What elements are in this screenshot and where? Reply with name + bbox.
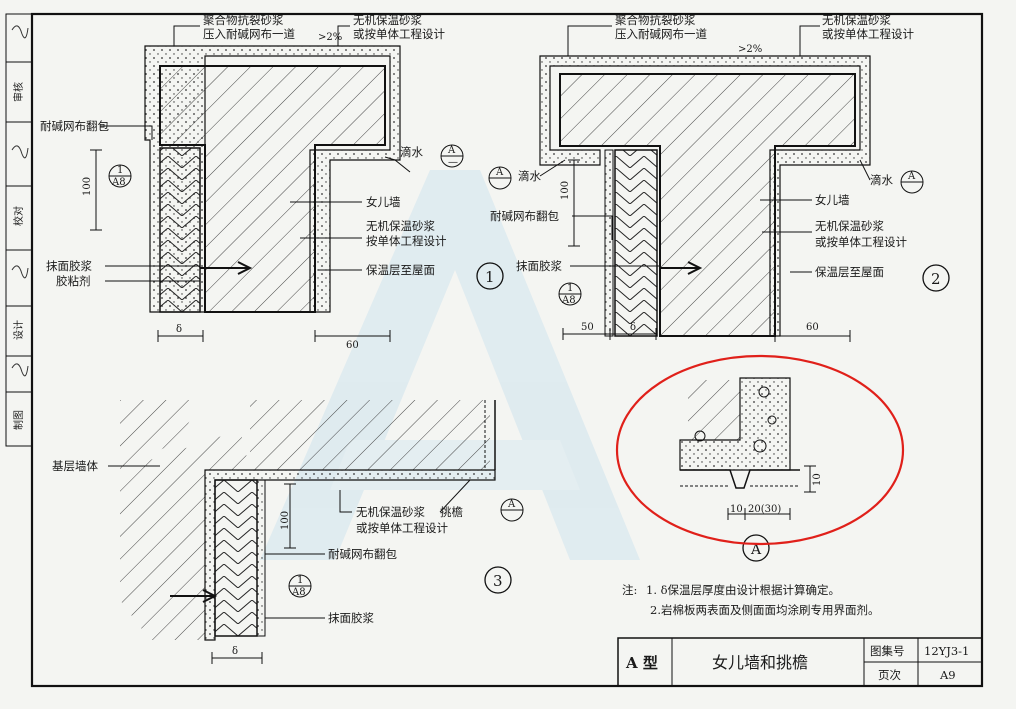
- title-block-type: A 型: [625, 654, 658, 672]
- highlight-ellipse: [615, 354, 905, 546]
- detail2-slope: >2%: [738, 44, 762, 55]
- title-block-page-value: A9: [939, 668, 956, 682]
- svg-text:A: A: [750, 542, 762, 558]
- svg-text:A8: A8: [561, 295, 576, 306]
- detail2-dim-delta: δ: [630, 322, 636, 333]
- title-block-atlas-value: 12YJ3-1: [924, 644, 969, 658]
- detail2-plaster-label: 抹面胶浆: [516, 259, 562, 273]
- detail3-base-wall-label: 基层墙体: [52, 459, 98, 473]
- detail1-reference-marker: 1 A8: [108, 164, 132, 188]
- detail1-mortar-label-1: 无机保温砂浆: [366, 219, 435, 233]
- notes: 注: 1. δ保温层厚度由设计根据计算确定。 2.岩棉板两表面及侧面面均涂刷专用…: [622, 583, 879, 617]
- svg-text:A: A: [907, 171, 916, 182]
- detail3-number-circle: 3: [484, 566, 512, 594]
- approval-sidebar: 审核 校对 设计 制图: [5, 13, 33, 447]
- detail1-section-marker: A —: [440, 144, 464, 168]
- detail1-adhesive-label: 胶粘剂: [56, 274, 91, 288]
- detail3-wrap-label: 耐碱网布翻包: [328, 547, 397, 561]
- signature-mark: [11, 265, 29, 279]
- detail2-reference-marker: 1 A8: [558, 282, 582, 306]
- detail1-dim-100: 100: [82, 177, 93, 196]
- detail2-top-right-label-1: 无机保温砂浆: [822, 13, 891, 27]
- signature-mark: [11, 25, 29, 39]
- detail2-section-marker-left: A: [488, 166, 512, 190]
- svg-text:A: A: [495, 167, 504, 178]
- detail-a-dim-20-30: 20(30): [748, 504, 781, 515]
- notes-line-1: 1. δ保温层厚度由设计根据计算确定。: [646, 583, 840, 597]
- sidebar-label-proof: 校对: [12, 206, 25, 226]
- svg-text:—: —: [448, 157, 458, 168]
- signature-mark: [11, 363, 29, 377]
- detail1-wrap-label: 耐碱网布翻包: [40, 119, 109, 133]
- detail2-top-left-label-1: 聚合物抗裂砂浆: [615, 13, 696, 27]
- detail3-mortar-label-2: 或按单体工程设计: [356, 521, 448, 535]
- detail3-reference-marker: 1 A8: [288, 574, 312, 598]
- title-block-page-label: 页次: [878, 668, 901, 682]
- detail3-dim-delta: δ: [232, 646, 238, 657]
- detail1-insulation-label: 保温层至屋面: [366, 263, 435, 277]
- detail1-top-left-label-1: 聚合物抗裂砂浆: [203, 13, 284, 27]
- detail1-plaster-label: 抹面胶浆: [46, 259, 92, 273]
- svg-text:A: A: [507, 499, 516, 510]
- detail2-dim-50: 50: [581, 322, 594, 333]
- detail3-dim-100: 100: [280, 511, 291, 530]
- detail1-top-right-label-1: 无机保温砂浆: [353, 13, 422, 27]
- detail1-number-circle: 1: [476, 262, 504, 290]
- detail1-dim-60: 60: [346, 340, 359, 351]
- detail3-plaster-label: 抹面胶浆: [328, 611, 374, 625]
- detail2-top-right-label-2: 或按单体工程设计: [822, 27, 914, 41]
- svg-text:3: 3: [493, 572, 503, 590]
- detail1-top-left-label-2: 压入耐碱网布一道: [203, 27, 295, 41]
- detail2-drip-right-label: 滴水: [870, 173, 893, 187]
- detail2-insulation-label: 保温层至屋面: [815, 265, 884, 279]
- detail1-drip-label: 滴水: [400, 145, 423, 159]
- title-block-title: 女儿墙和挑檐: [712, 653, 808, 672]
- notes-prefix: 注:: [622, 583, 637, 597]
- notes-line-2: 2.岩棉板两表面及侧面面均涂刷专用界面剂。: [650, 603, 879, 617]
- signature-mark: [11, 145, 29, 159]
- detail3-mortar-label-1: 无机保温砂浆: [356, 505, 425, 519]
- detail2-dim-100: 100: [560, 181, 571, 200]
- detail-3: 基层墙体 无机保温砂浆 或按单体工程设计 挑檐 耐碱网布翻包 抹面胶浆 100 …: [52, 400, 524, 664]
- detail1-parapet-label: 女儿墙: [366, 195, 401, 209]
- detail-a-dim-10-vertical: 10: [812, 473, 823, 486]
- svg-text:2: 2: [931, 270, 941, 288]
- svg-text:A8: A8: [111, 177, 126, 188]
- detail2-wrap-label: 耐碱网布翻包: [490, 209, 559, 223]
- detail1-top-right-label-2: 或按单体工程设计: [353, 27, 445, 41]
- svg-text:1: 1: [117, 165, 123, 176]
- detail3-eave-label: 挑檐: [440, 505, 463, 519]
- svg-text:A: A: [447, 145, 456, 156]
- detail-1: 聚合物抗裂砂浆 压入耐碱网布一道 >2% 无机保温砂浆 或按单体工程设计 耐碱网…: [40, 13, 504, 351]
- detail2-mortar-label-1: 无机保温砂浆: [815, 219, 884, 233]
- svg-text:1: 1: [297, 575, 303, 586]
- detail2-section-marker-right: A: [900, 170, 924, 194]
- title-block-atlas-label: 图集号: [870, 644, 905, 658]
- detail3-section-marker: A: [500, 498, 524, 522]
- svg-text:A8: A8: [291, 587, 306, 598]
- title-block: A 型 女儿墙和挑檐 图集号 12YJ3-1 页次 A9: [617, 637, 983, 687]
- detail-a-label-circle: A: [742, 534, 770, 562]
- detail1-slope: >2%: [318, 32, 342, 43]
- svg-text:1: 1: [567, 283, 573, 294]
- detail-a: 10 20(30) 10 A: [615, 354, 905, 562]
- detail1-dim-delta: δ: [176, 324, 182, 335]
- detail2-mortar-label-2: 或按单体工程设计: [815, 235, 907, 249]
- sidebar-label-review: 审核: [12, 82, 25, 102]
- detail2-dim-60: 60: [806, 322, 819, 333]
- detail2-number-circle: 2: [922, 264, 950, 292]
- detail2-parapet-label: 女儿墙: [815, 193, 850, 207]
- svg-text:1: 1: [485, 268, 495, 286]
- detail2-drip-left-label: 滴水: [518, 169, 541, 183]
- sidebar-label-design: 设计: [12, 320, 25, 340]
- detail1-mortar-label-2: 按单体工程设计: [366, 234, 447, 248]
- sidebar-label-drafting: 制图: [12, 410, 25, 430]
- detail-a-dim-10: 10: [730, 504, 743, 515]
- detail-2: 聚合物抗裂砂浆 压入耐碱网布一道 >2% 无机保温砂浆 或按单体工程设计 滴水 …: [488, 13, 950, 342]
- detail2-top-left-label-2: 压入耐碱网布一道: [615, 27, 707, 41]
